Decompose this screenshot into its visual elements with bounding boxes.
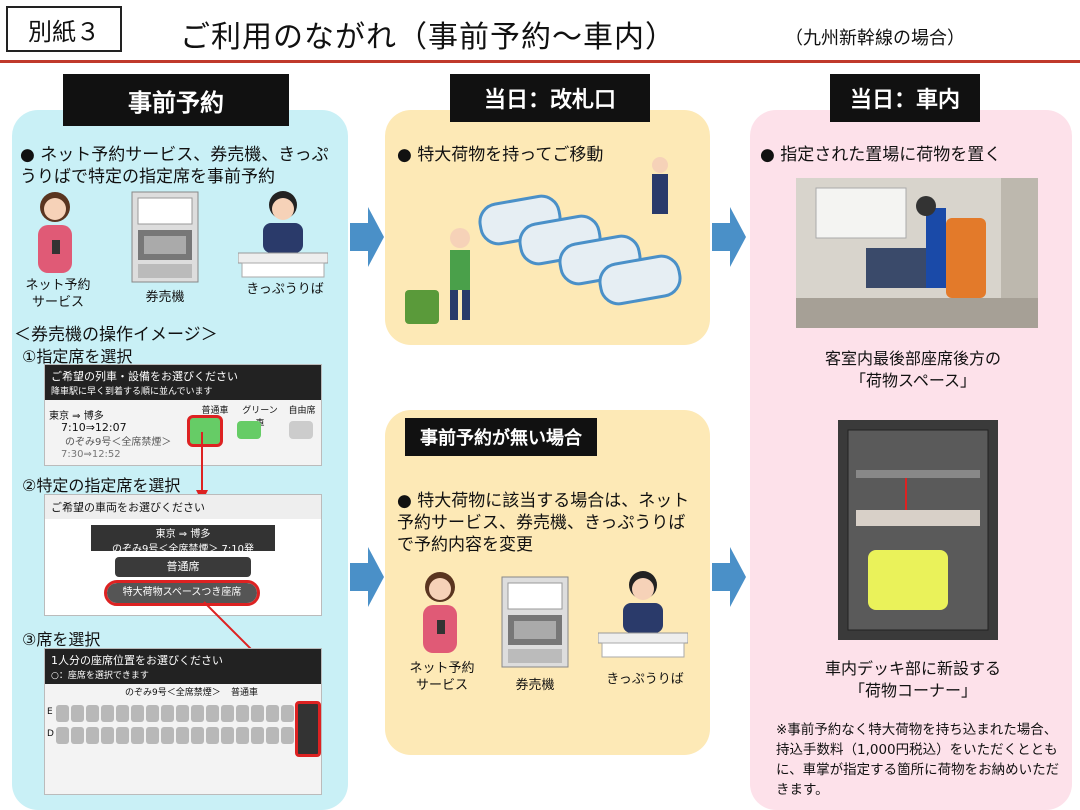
flow-arrow-3 bbox=[350, 547, 384, 607]
flow-arrow-4 bbox=[712, 547, 746, 607]
caption-luggage-corner: 車内デッキ部に新設する 「荷物コーナー」 bbox=[824, 659, 1001, 700]
icon-label-machine: 券売機 bbox=[145, 290, 185, 305]
flow-arrow-2 bbox=[712, 207, 746, 267]
bullet-dot-icon: ● bbox=[20, 145, 41, 165]
icon-label-machine-2: 券売機 bbox=[515, 678, 555, 693]
seat-row-label-e: E bbox=[47, 707, 53, 717]
heading-no-reservation: 事前予約が無い場合 bbox=[405, 418, 597, 456]
woman-phone-icon bbox=[38, 192, 72, 273]
ticket-machine-icon-2 bbox=[501, 576, 569, 668]
screen3-title: 1人分の座席位置をお選びください bbox=[51, 654, 223, 667]
woman-phone-icon-2 bbox=[423, 572, 457, 653]
bullet-dot-icon: ● bbox=[397, 491, 418, 511]
page-title: ご利用のながれ（事前予約～車内） bbox=[180, 20, 676, 55]
machine-screen-2: ご希望の車両をお選びください 東京 ⇒ 博多 のぞみ9号＜全席禁煙＞ 7:10発… bbox=[44, 494, 322, 616]
screen2-route: 東京 ⇒ 博多 bbox=[155, 529, 211, 540]
icon-label-net-2: ネット予約 サービス bbox=[409, 661, 475, 693]
seat-row-label-d: D bbox=[47, 729, 54, 739]
deck-luggage-corner-photo bbox=[838, 420, 998, 640]
right-bullet: ● 指定された置場に荷物を置く bbox=[760, 145, 1002, 165]
step-3-label: ③席を選択 bbox=[22, 630, 101, 649]
screen2-time: 7:10発 bbox=[221, 544, 255, 555]
heading-ticket-gate: 当日：改札口 bbox=[450, 74, 650, 122]
screen3-car: 普通車 bbox=[231, 688, 259, 698]
mid-top-bullet: ● 特大荷物を持ってご移動 bbox=[397, 145, 604, 165]
icon-label-counter-2: きっぷうりば bbox=[606, 672, 684, 687]
ticket-gate-illustration bbox=[405, 157, 682, 324]
heading-onboard: 当日：車内 bbox=[830, 74, 980, 122]
screen1-time: 7:10⇒12:07 bbox=[61, 421, 127, 434]
title-rule bbox=[0, 60, 1080, 63]
oversize-seat-selection[interactable] bbox=[295, 701, 321, 757]
machine-screen-1: ご希望の列車・設備をお選びください 降車駅に早く到着する順に並んでいます 東京 … bbox=[44, 364, 322, 466]
green-seat-button[interactable] bbox=[237, 421, 261, 439]
screen3-train: のぞみ9号＜全席禁煙＞ bbox=[125, 688, 221, 698]
step-2-label: ②特定の指定席を選択 bbox=[22, 476, 181, 495]
ticket-machine-icon bbox=[131, 191, 199, 283]
selectable-seat-icon: ○ bbox=[51, 671, 59, 681]
ordinary-seat-option[interactable]: 普通席 bbox=[115, 557, 251, 577]
clerk-icon bbox=[238, 191, 328, 278]
screen1-sub: 降車駅に早く到着する順に並んでいます bbox=[51, 387, 213, 397]
bullet-dot-icon: ● bbox=[397, 145, 418, 165]
mid-bottom-bullet: ● 特大荷物に該当する場合は、ネット予約サービス、券売機、きっぷうりばで予約内容… bbox=[397, 491, 690, 555]
ops-heading: ＜券売機の操作イメージ＞ bbox=[14, 325, 218, 345]
free-seat-button[interactable] bbox=[289, 421, 313, 439]
screen1-title: ご希望の列車・設備をお選びください bbox=[51, 370, 238, 383]
bullet-dot-icon: ● bbox=[760, 145, 781, 165]
page-subtitle: （九州新幹線の場合） bbox=[785, 28, 965, 49]
icon-label-net: ネット予約 サービス bbox=[25, 278, 91, 310]
seat-row-e bbox=[55, 705, 295, 726]
screen1-col-ordinary: 普通車 bbox=[201, 406, 229, 416]
screen1-train: のぞみ9号＜全席禁煙＞ bbox=[65, 437, 172, 448]
fee-note: ※事前予約なく特大荷物を持ち込まれた場合、持込手数料（1,000円税込）をいただ… bbox=[776, 722, 1060, 798]
screen2-train: のぞみ9号＜全席禁煙＞ bbox=[111, 544, 219, 555]
cabin-luggage-space-photo bbox=[796, 178, 1038, 328]
ordinary-seat-button[interactable] bbox=[187, 415, 223, 447]
seat-row-d bbox=[55, 727, 295, 748]
screen3-sub: ：座席を選択できます bbox=[58, 671, 149, 681]
caption-luggage-space: 客室内最後部座席後方の 「荷物スペース」 bbox=[824, 349, 1001, 390]
screen2-title: ご希望の車両をお選びください bbox=[45, 495, 321, 519]
left-bullet: ● ネット予約サービス、券売機、きっぷうりばで特定の指定席を事前予約 bbox=[20, 145, 329, 187]
screen1-route: 東京 ⇒ 博多 bbox=[49, 411, 104, 422]
heading-advance-reservation: 事前予約 bbox=[63, 74, 289, 126]
doc-label: 別紙３ bbox=[6, 6, 122, 52]
screen1-time2: 7:30⇒12:52 bbox=[61, 449, 121, 460]
oversize-seat-option[interactable]: 特大荷物スペースつき座席 bbox=[104, 580, 260, 606]
screen1-col-free: 自由席 bbox=[288, 406, 316, 416]
machine-screen-3: 1人分の座席位置をお選びください ○：座席を選択できます のぞみ9号＜全席禁煙＞… bbox=[44, 648, 322, 795]
step-1-label: ①指定席を選択 bbox=[22, 347, 133, 366]
screen2-train-bar: 東京 ⇒ 博多 のぞみ9号＜全席禁煙＞ 7:10発 bbox=[91, 525, 275, 555]
icon-label-counter: きっぷうりば bbox=[246, 282, 324, 297]
clerk-icon-2 bbox=[598, 571, 688, 658]
flow-arrow-1 bbox=[350, 207, 384, 267]
